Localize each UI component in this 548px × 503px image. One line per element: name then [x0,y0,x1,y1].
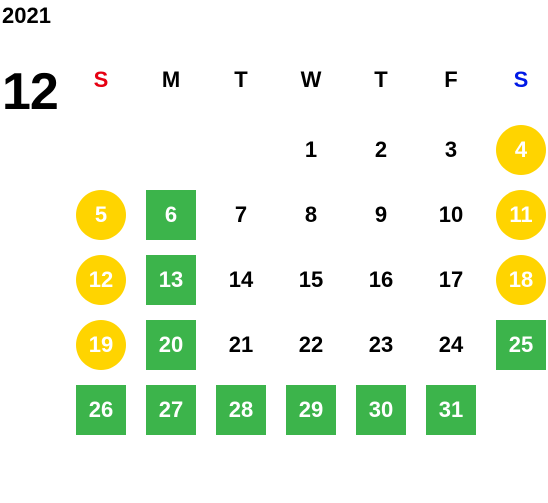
year-label: 2021 [2,3,51,28]
weekday-weekday-5: F [444,67,458,92]
weekday-weekday-2: T [234,67,248,92]
weekday-saturday-6: S [513,67,529,92]
day-23[interactable]: 23 [368,332,394,357]
day-20[interactable]: 20 [146,320,196,370]
weekday-weekday-1: M [161,67,181,92]
day-15[interactable]: 15 [298,267,324,292]
day-24[interactable]: 24 [438,332,464,357]
day-7[interactable]: 7 [234,202,248,227]
day-2[interactable]: 2 [374,137,388,162]
day-14[interactable]: 14 [228,267,254,292]
day-9[interactable]: 9 [374,202,388,227]
day-10[interactable]: 10 [438,202,464,227]
weekday-weekday-3: W [300,67,322,92]
day-25[interactable]: 25 [496,320,546,370]
day-30[interactable]: 30 [356,385,406,435]
day-26[interactable]: 26 [76,385,126,435]
weekday-sunday-0: S [93,67,109,92]
day-6[interactable]: 6 [146,190,196,240]
day-12[interactable]: 12 [76,255,126,305]
day-4[interactable]: 4 [496,125,546,175]
day-31[interactable]: 31 [426,385,476,435]
day-1[interactable]: 1 [304,137,318,162]
day-22[interactable]: 22 [298,332,324,357]
day-16[interactable]: 16 [368,267,394,292]
day-19[interactable]: 19 [76,320,126,370]
day-8[interactable]: 8 [304,202,318,227]
day-28[interactable]: 28 [216,385,266,435]
day-11[interactable]: 11 [496,190,546,240]
day-21[interactable]: 21 [228,332,254,357]
day-27[interactable]: 27 [146,385,196,435]
day-3[interactable]: 3 [444,137,458,162]
day-17[interactable]: 17 [438,267,464,292]
day-29[interactable]: 29 [286,385,336,435]
weekday-weekday-4: T [374,67,388,92]
day-13[interactable]: 13 [146,255,196,305]
day-18[interactable]: 18 [496,255,546,305]
month-label: 12 [2,63,59,121]
day-5[interactable]: 5 [76,190,126,240]
